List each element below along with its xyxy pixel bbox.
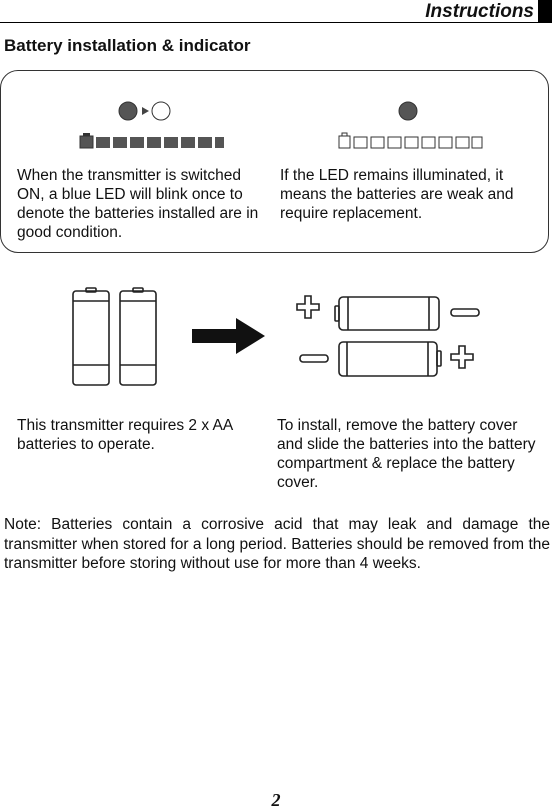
header-rule bbox=[0, 22, 552, 23]
indicator-right-caption: If the LED remains illuminated, it means… bbox=[280, 167, 514, 222]
header-title: Instructions bbox=[425, 1, 534, 22]
page-number: 2 bbox=[271, 790, 281, 810]
header-tab-marker bbox=[538, 0, 552, 22]
battery-level-low-icon bbox=[338, 132, 483, 149]
aa-batteries-upright-icon bbox=[72, 287, 157, 386]
battery-note: Note: Batteries contain a corrosive acid… bbox=[4, 516, 550, 572]
led-steady-icon bbox=[398, 101, 418, 121]
led-blink-icon bbox=[118, 101, 171, 121]
arrow-right-icon bbox=[192, 318, 265, 354]
section-heading: Battery installation & indicator bbox=[4, 36, 251, 55]
indicator-left-caption: When the transmitter is switched ON, a b… bbox=[17, 167, 259, 241]
batteries-polarity-icon bbox=[296, 295, 480, 377]
battery-level-full-icon bbox=[79, 133, 224, 149]
install-left-caption: This transmitter requires 2 x AA batteri… bbox=[17, 417, 233, 453]
install-right-caption: To install, remove the battery cover and… bbox=[277, 417, 536, 491]
indicator-panel bbox=[0, 70, 549, 253]
